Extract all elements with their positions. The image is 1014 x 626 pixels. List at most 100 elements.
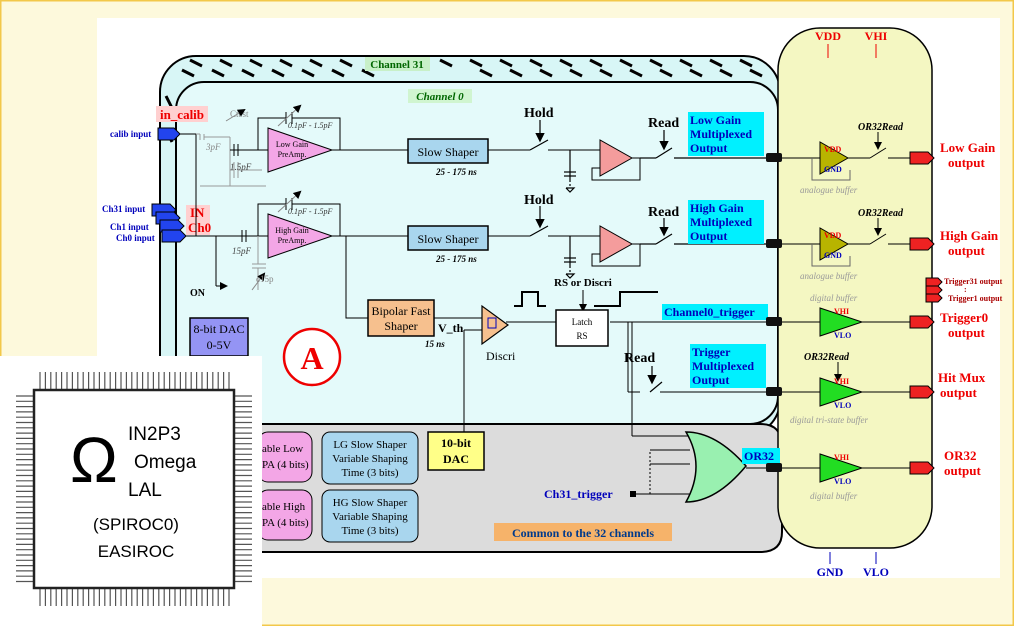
trig-buf-vlo: VLO — [834, 331, 851, 340]
hold-label-lg: Hold — [524, 106, 554, 121]
svg-text::: : — [964, 285, 967, 294]
ch31-trigger-label: Ch31_trigger — [544, 487, 613, 501]
svg-text:Low Gain: Low Gain — [276, 140, 308, 149]
hit-buf-vhi: VHI — [834, 377, 849, 386]
step-icon — [594, 291, 658, 307]
lg-buf-vdd: VDD — [824, 145, 842, 154]
dac-8bit: 8-bit DAC 0-5V — [189, 317, 249, 357]
svg-text:Shaper: Shaper — [384, 319, 417, 333]
hit-buf-vlo: VLO — [834, 401, 851, 410]
svg-text:0-5V: 0-5V — [207, 338, 232, 352]
or32-gate — [684, 431, 747, 503]
chip-line2: Omega — [134, 452, 197, 473]
or32-label: OR32 — [744, 449, 774, 463]
chip-line5: EASIROC — [98, 542, 175, 561]
out-trigger0-1: Trigger0 — [940, 310, 988, 325]
output-connectors — [909, 151, 943, 475]
calib-connector — [157, 127, 181, 141]
lg-analogue-buffer — [819, 141, 850, 175]
digital-tristate-label: digital tri-state buffer — [790, 415, 868, 425]
svg-text:Output: Output — [690, 141, 727, 155]
out-lg-2: output — [948, 155, 986, 170]
input-wiring — [180, 133, 234, 290]
svg-text:A: A — [300, 340, 323, 376]
trigger1-output: Trigger1 output — [948, 294, 1003, 303]
svg-text:PreAmp.: PreAmp. — [278, 150, 307, 159]
svg-text:Low Gain: Low Gain — [690, 113, 741, 127]
channel0-label: Channel 0 — [416, 91, 464, 103]
trigger-digital-buffer — [819, 307, 864, 337]
trig-buf-vhi: VHI — [834, 307, 849, 316]
or32read-lg: OR32Read — [858, 122, 904, 133]
or-buf-vhi: VHI — [834, 453, 849, 462]
hg-slow-shaper-config-box: HG Slow Shaper Variable Shaping Time (3 … — [321, 489, 419, 543]
svg-text:PA (4 bits): PA (4 bits) — [262, 517, 309, 529]
svg-text:10-bit: 10-bit — [441, 436, 471, 450]
pulse-icon — [514, 291, 546, 307]
hitmux-tristate-buffer — [819, 377, 864, 407]
lg-buf-gnd: GND — [824, 165, 842, 174]
or-buf-vlo: VLO — [834, 477, 851, 486]
svg-text:Channel0_trigger: Channel0_trigger — [664, 305, 755, 319]
out-trigger0-2: output — [948, 325, 986, 340]
trigger31-output: Trigger31 output — [944, 277, 1003, 286]
digital-buffer-label-2: digital buffer — [810, 491, 858, 501]
hold-label-hg: Hold — [524, 193, 554, 208]
in-label: IN — [190, 205, 205, 220]
chip-line1: IN2P3 — [128, 424, 181, 445]
svg-text:High Gain: High Gain — [690, 201, 744, 215]
out-hg-2: output — [948, 243, 986, 258]
svg-text:Output: Output — [692, 373, 729, 387]
lg-shaping-time: 25 - 175 ns — [435, 167, 477, 177]
out-or32-1: OR32 — [944, 448, 977, 463]
read-label-lg: Read — [648, 116, 679, 131]
on-label: ON — [190, 288, 206, 299]
vlo-bottom: VLO — [863, 565, 889, 579]
lg-preamp: Low Gain PreAmp. — [230, 104, 341, 173]
rs-or-discri-label: RS or Discri — [554, 277, 612, 289]
marker-a: A — [282, 327, 342, 387]
or32read-hg: OR32Read — [858, 208, 904, 219]
svg-text:Multiplexed: Multiplexed — [690, 215, 752, 229]
hg-slow-shaper: Slow Shaper — [407, 225, 489, 251]
hg-buf-vdd: VDD — [824, 231, 842, 240]
read-label-trig: Read — [624, 351, 655, 366]
svg-text:Slow Shaper: Slow Shaper — [418, 232, 479, 246]
svg-text:HG Slow Shaper: HG Slow Shaper — [333, 497, 408, 509]
cap-15pf-label: 15pF — [232, 246, 252, 256]
fast-time-label: 15 ns — [425, 339, 445, 349]
lg-follower — [591, 139, 641, 181]
out-hitmux-2: output — [940, 385, 978, 400]
chip-line3: LAL — [128, 480, 162, 501]
or32read-hit: OR32Read — [804, 352, 850, 363]
stack-hatch — [164, 58, 763, 143]
hg-feedback-cap: 0.1pF - 1.5pF — [288, 207, 333, 216]
signal-wires — [332, 149, 768, 495]
out-or32-2: output — [944, 463, 982, 478]
hg-pa-config-box: able High PA (4 bits) — [257, 489, 313, 541]
vth-label: V_th — [438, 321, 464, 335]
calib-input-label: calib input — [110, 129, 151, 139]
out-hitmux-1: Hit Mux — [938, 370, 986, 385]
svg-text:DAC: DAC — [443, 452, 469, 466]
panel-pads — [766, 153, 782, 472]
lg-feedback-cap: 0.1pF - 1.5pF — [288, 121, 333, 130]
test-cap-wiring — [196, 133, 266, 187]
hold-switches — [529, 120, 576, 279]
input-connector-stack — [151, 203, 187, 243]
hg-analogue-buffer — [819, 227, 850, 261]
out-lg-1: Low Gain — [940, 140, 996, 155]
c15p-label: c15p — [256, 274, 274, 284]
in-calib-label: in_calib — [160, 107, 204, 122]
svg-text:able High: able High — [262, 501, 306, 513]
cap-3pf-label: 3pF — [205, 142, 221, 152]
svg-text:PreAmp.: PreAmp. — [278, 236, 307, 245]
ctest-label: Ctest — [230, 109, 249, 119]
ch1-input-label: Ch1 input — [110, 222, 149, 232]
svg-text:Slow Shaper: Slow Shaper — [418, 145, 479, 159]
dac-10bit: 10-bit DAC — [427, 431, 485, 471]
hg-preamp: High Gain PreAmp. — [234, 190, 341, 291]
lg-mux-output-label: Low Gain Multiplexed Output — [688, 112, 764, 156]
svg-text:High Gain: High Gain — [275, 226, 309, 235]
